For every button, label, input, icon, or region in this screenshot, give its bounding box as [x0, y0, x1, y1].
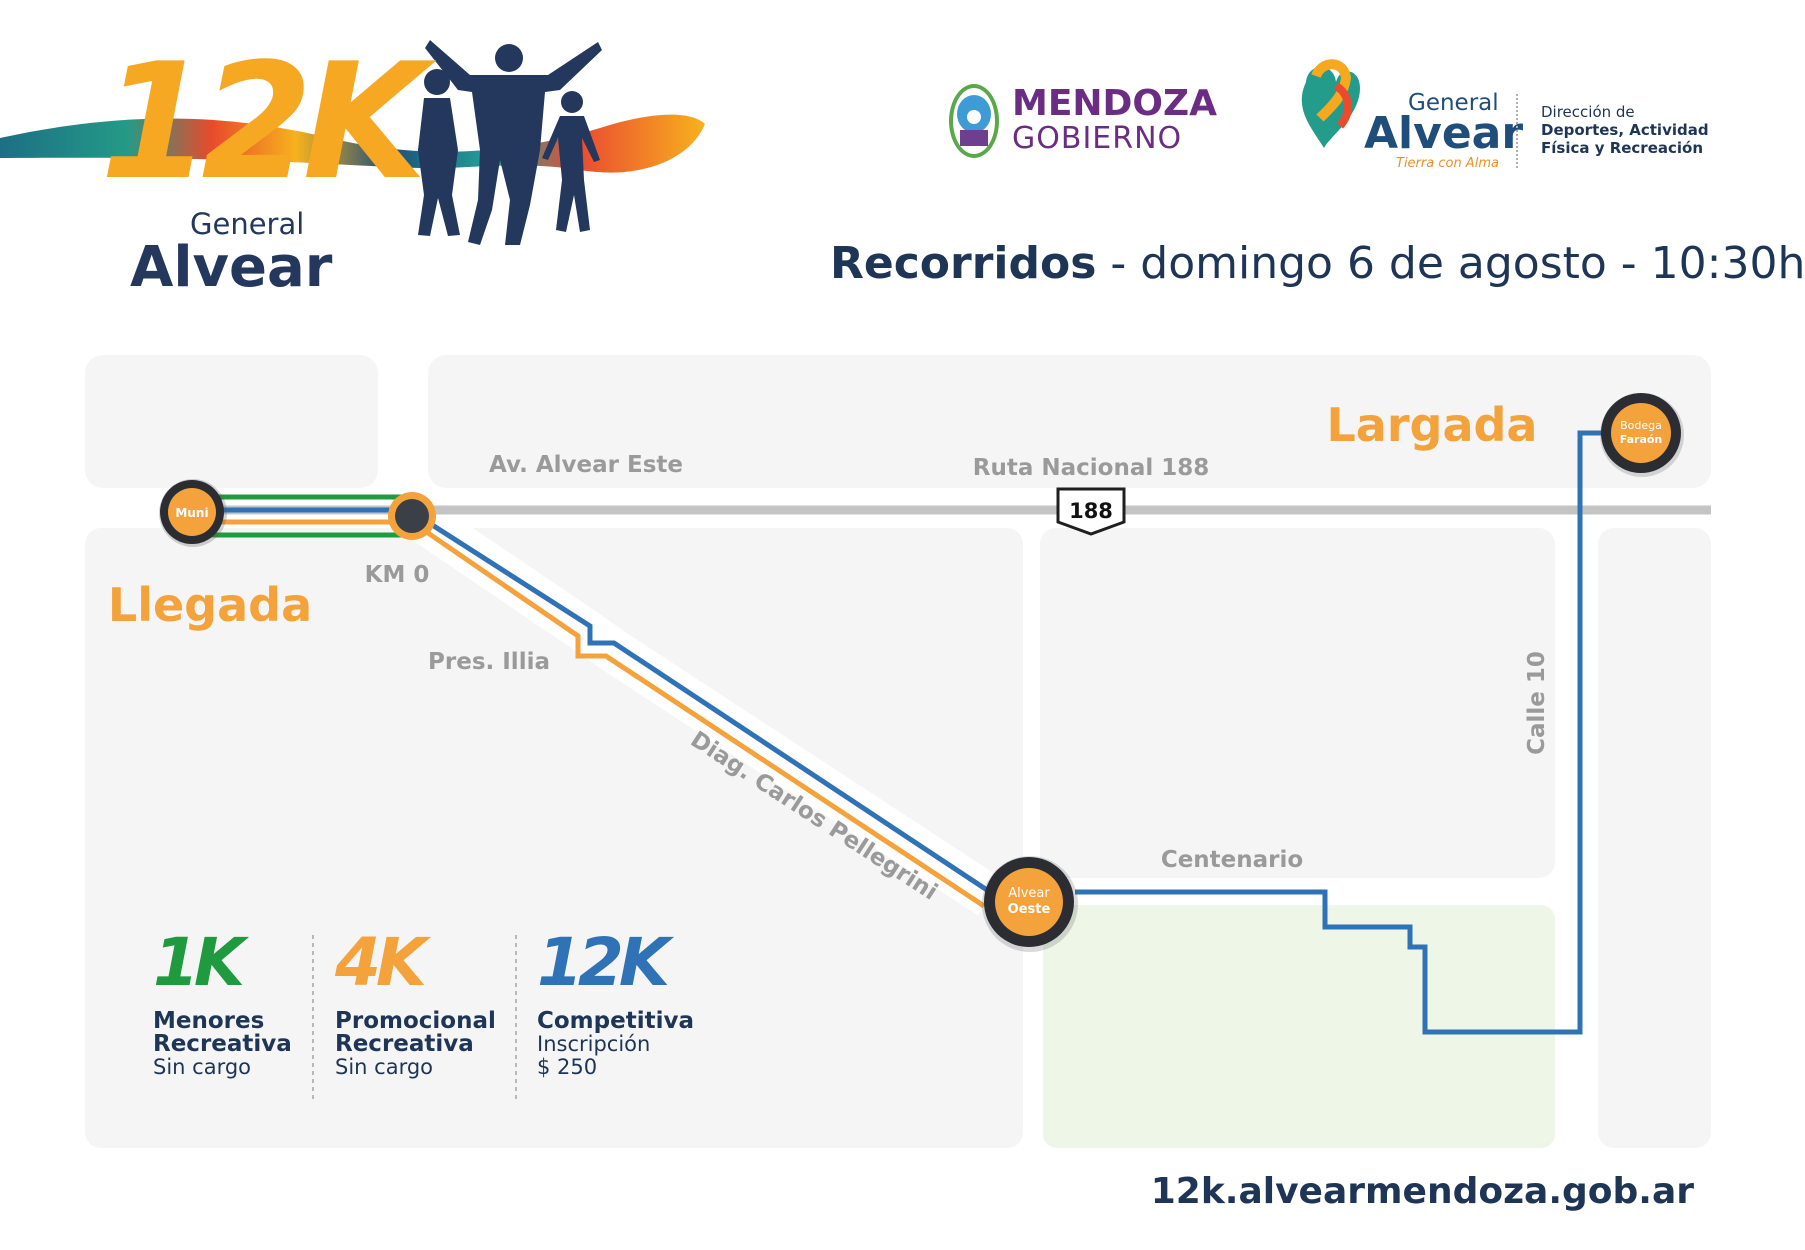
legend-line3: $ 250 [537, 1055, 598, 1079]
city-block [1598, 528, 1711, 1148]
label-km0: KM 0 [365, 562, 430, 588]
stop-muni-marker [159, 479, 227, 547]
legend-line1: Competitiva [537, 1008, 694, 1034]
general-alvear-logo: General Alvear Tierra con Alma [1290, 56, 1524, 176]
street-pres-illia: Pres. Illia [428, 649, 550, 675]
mendoza-shield-icon [949, 84, 999, 158]
stop-alvear-oeste-line2: Oeste [1008, 902, 1051, 917]
legend-item-4k: 4K Promocional Recreativa Sin cargo [335, 930, 496, 1079]
legend-line3: Sin cargo [153, 1055, 252, 1079]
legend-line1: Promocional [335, 1008, 496, 1034]
park-block [1043, 905, 1555, 1148]
route-188-shield [1056, 487, 1126, 536]
mendoza-subtitle: GOBIERNO [1012, 121, 1183, 156]
logo-general: General [190, 207, 305, 241]
page-title-rest: - domingo 6 de agosto - 10:30h [1096, 238, 1805, 289]
street-av-alvear-este: Av. Alvear Este [489, 452, 683, 478]
route-4k [410, 519, 986, 909]
street-centenario: Centenario [1161, 847, 1303, 873]
stop-alvear-oeste-marker [982, 856, 1078, 952]
event-logo: 12K General Alvear [0, 20, 720, 300]
ribbon-graphic [0, 40, 705, 245]
alvear-logo-general: General [1408, 90, 1499, 116]
legend-item-1k: 1K Menores Recreativa Sin cargo [153, 930, 292, 1079]
stop-muni-label: Muni [175, 506, 208, 520]
mendoza-gobierno-logo: MENDOZA GOBIERNO [948, 82, 1217, 162]
legend-badge-4k: 4K [335, 924, 427, 1001]
km0-marker [388, 492, 436, 540]
alvear-heart-icon [1301, 59, 1360, 148]
legend-line2: Recreativa [335, 1031, 474, 1057]
legend-line2: Inscripción [537, 1032, 651, 1056]
sponsor-divider [1516, 94, 1520, 168]
mendoza-title: MENDOZA [1012, 83, 1217, 124]
direccion-line3: Física y Recreación [1541, 139, 1704, 157]
stop-alvear-oeste-line1: Alvear [1008, 886, 1050, 901]
legend-line2: Recreativa [153, 1031, 292, 1057]
page-title: Recorridos - domingo 6 de agosto - 10:30… [830, 238, 1805, 289]
city-block [85, 528, 1023, 1148]
legend-line1: Menores [153, 1008, 265, 1034]
direccion-line2: Deportes, Actividad [1541, 121, 1709, 139]
legend-badge-1k: 1K [153, 924, 245, 1001]
label-largada: Largada [1327, 398, 1538, 452]
page-title-bold: Recorridos [830, 238, 1097, 289]
alvear-logo-alvear: Alvear [1364, 108, 1524, 159]
stop-bodega-line1: Bodega [1620, 419, 1662, 432]
street-ruta-nacional-188: Ruta Nacional 188 [973, 455, 1210, 481]
footer-url-link[interactable]: 12k.alvearmendoza.gob.ar [1150, 1171, 1694, 1212]
route-12k [1075, 430, 1638, 1035]
route-188-shield-label: 188 [1069, 499, 1113, 523]
route-12k [410, 509, 992, 895]
city-block [85, 355, 378, 488]
legend-line3: Sin cargo [335, 1055, 434, 1079]
label-llegada: Llegada [108, 578, 312, 632]
direccion-deportes-logo: Dirección de Deportes, Actividad Física … [1541, 103, 1741, 157]
alvear-tagline: Tierra con Alma [1396, 156, 1499, 171]
legend-item-12k: 12K Competitiva Inscripción $ 250 [537, 930, 694, 1079]
stop-bodega-line2: Faraón [1620, 433, 1663, 446]
street-calle-10: Calle 10 [1524, 651, 1550, 755]
direccion-line1: Dirección de [1541, 103, 1635, 121]
logo-alvear: Alvear [130, 235, 333, 300]
city-block [428, 355, 1711, 488]
city-block [1040, 528, 1555, 878]
legend-badge-12k: 12K [537, 924, 670, 1001]
logo-12k-mark: 12K [100, 28, 427, 215]
stop-bodega-marker [1600, 393, 1684, 477]
